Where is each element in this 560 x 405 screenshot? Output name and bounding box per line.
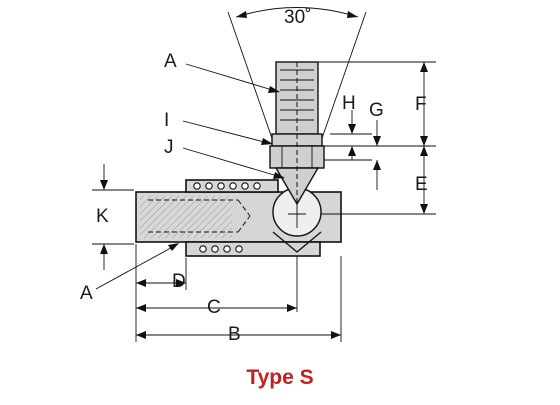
diagram-title: Type S: [246, 366, 314, 389]
threaded-stud: [269, 61, 325, 206]
label-k: K: [96, 206, 109, 227]
label-i: I: [164, 110, 170, 131]
label-a-top: A: [164, 51, 177, 72]
angle-label: 30˚: [284, 7, 312, 28]
spring-coils-bottom: [199, 245, 243, 253]
label-c: C: [207, 297, 221, 318]
ball-detent: [272, 187, 322, 253]
label-a-bottom: A: [80, 283, 93, 304]
dimension-lines: [100, 62, 428, 339]
spring-coils-top: [193, 182, 261, 190]
label-d: D: [172, 271, 186, 292]
extension-lines: [92, 61, 436, 342]
leader-lines: [95, 63, 285, 290]
label-f: F: [415, 94, 427, 115]
label-h: H: [342, 93, 356, 114]
label-g: G: [369, 100, 384, 121]
label-j: J: [164, 137, 174, 158]
label-b: B: [228, 324, 241, 345]
label-e: E: [415, 174, 428, 195]
